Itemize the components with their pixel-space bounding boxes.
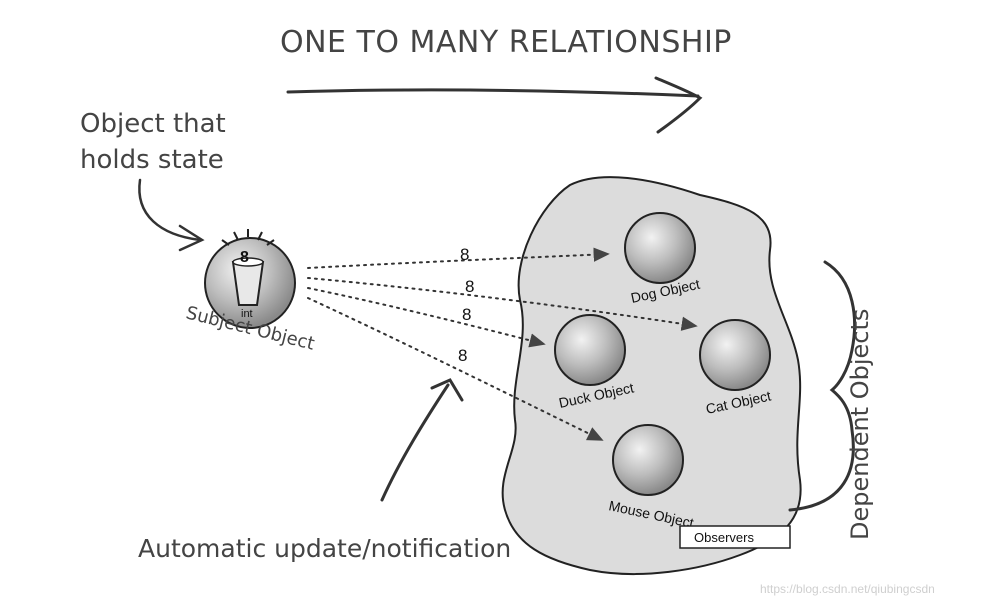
state-note-line2: holds state <box>80 145 224 175</box>
notify-value-duck: 8 <box>462 305 471 324</box>
notify-value-cat: 8 <box>465 277 474 296</box>
notify-arrow-duck <box>307 287 546 348</box>
dependents-group <box>501 176 802 575</box>
state-note-line1: Object that <box>80 109 226 139</box>
watermark: https://blog.csdn.net/qiubingcsdn <box>760 582 935 596</box>
observers-label: Observers <box>694 530 754 545</box>
int-cup-icon <box>231 261 265 306</box>
subject-object: 8 int Subject Object <box>184 229 317 355</box>
notify-arrow-dog <box>307 247 610 269</box>
update-label: Automatic update/notification <box>138 534 511 563</box>
notify-arrow-cat <box>307 277 698 331</box>
subject-type-label: int <box>241 308 253 320</box>
cat-object: Cat Object <box>699 319 772 417</box>
notify-arrow-mouse <box>307 297 604 441</box>
glow-lines-icon <box>221 229 275 246</box>
diagram-title: ONE TO MANY RELATIONSHIP <box>280 25 732 60</box>
relationship-arrow <box>286 76 703 134</box>
subject-value: 8 <box>240 249 249 266</box>
notify-value-dog: 8 <box>460 245 469 264</box>
update-arrow <box>380 378 464 502</box>
dependents-brace <box>788 260 857 512</box>
state-note-arrow <box>138 178 205 252</box>
notify-value-mouse: 8 <box>458 346 467 365</box>
observers-box <box>679 525 791 549</box>
dependents-label: Dependent Objects <box>846 309 874 540</box>
